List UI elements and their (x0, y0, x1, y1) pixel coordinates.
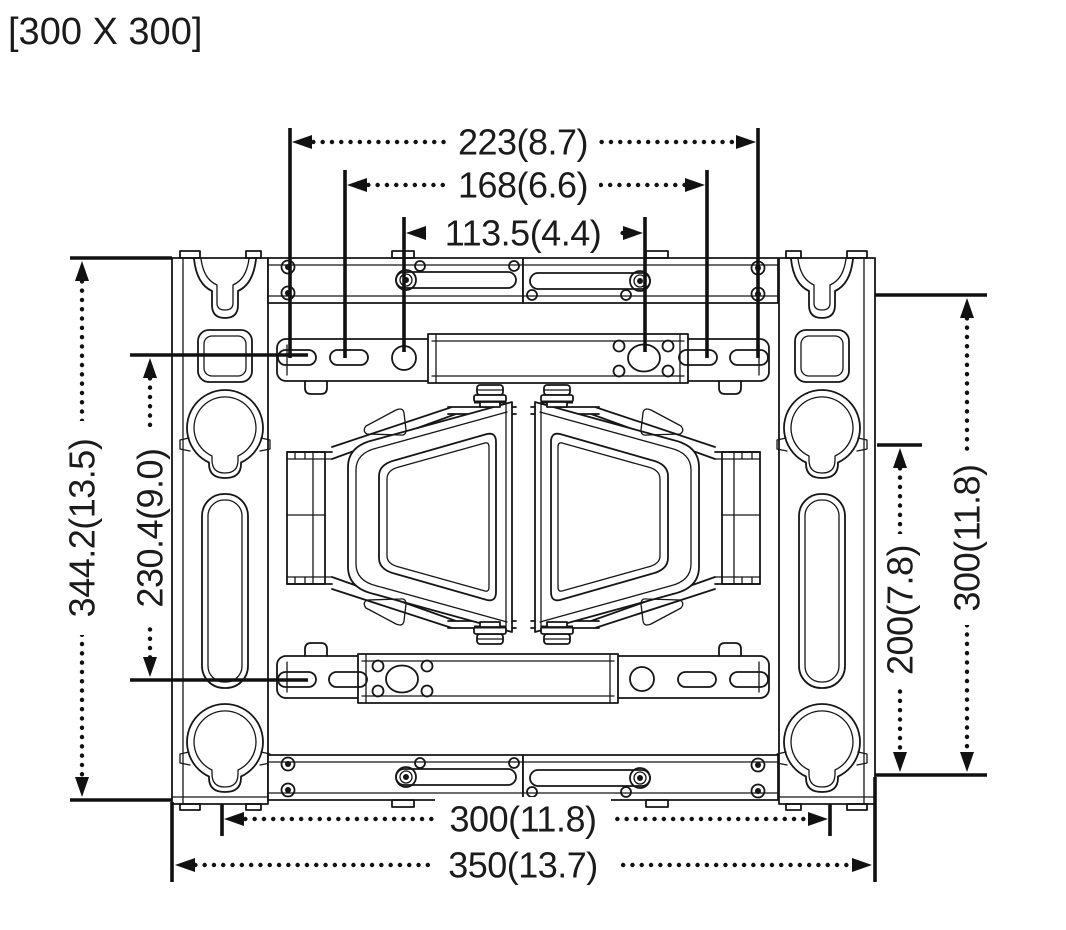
dim-height-344-2: 344.2(13.5) (60, 256, 172, 802)
dim-width-300: 300(11.8) (220, 797, 832, 841)
scissor-arm-right (530, 401, 761, 633)
top-crossbar-left (267, 257, 524, 304)
dim-label-300-bottom: 300(11.8) (450, 799, 597, 840)
upper-mounting-bar (276, 333, 770, 395)
dim-label-168: 168(6.6) (458, 165, 588, 206)
dim-height-300: 300(11.8) (875, 293, 989, 777)
dim-height-200: 200(7.8) (877, 443, 922, 772)
bolt-top-right (539, 383, 575, 409)
dim-width-168: 168(6.6) (343, 165, 709, 358)
dim-label-350: 350(13.7) (448, 845, 598, 886)
lower-mounting-bar (276, 642, 770, 704)
left-rail (171, 250, 271, 811)
dim-label-223: 223(8.7) (458, 122, 588, 163)
bottom-crossbar-left (267, 754, 524, 801)
top-crossbar-right (522, 257, 779, 304)
scissor-arm-left (286, 401, 517, 633)
dim-width-350: 350(13.7) (170, 777, 877, 887)
dim-height-230-4: 230.4(9.0) (128, 353, 308, 682)
diagram-title: [300 X 300] (8, 11, 202, 53)
bottom-crossbar-right (522, 754, 779, 801)
bolt-top-left (472, 383, 508, 409)
dim-label-344-2: 344.2(13.5) (62, 439, 103, 618)
right-rail (777, 251, 875, 810)
dimension-annotations: 223(8.7) 168(6.6) 113.5(4.4) (60, 122, 989, 887)
dim-label-200: 200(7.8) (880, 545, 921, 675)
dim-label-113-5: 113.5(4.4) (445, 213, 601, 254)
dim-width-113-5: 113.5(4.4) (402, 213, 647, 352)
dim-label-300-right: 300(11.8) (947, 465, 988, 612)
bracket-drawing (171, 250, 875, 811)
dim-width-223: 223(8.7) (288, 122, 760, 358)
dim-label-230-4: 230.4(9.0) (130, 448, 171, 607)
